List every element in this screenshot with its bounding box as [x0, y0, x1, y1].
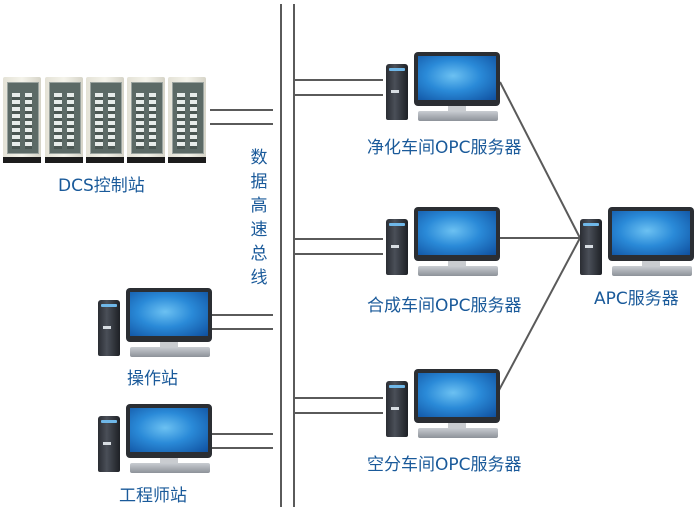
dcs-cabinet-icon — [86, 77, 124, 163]
dcs-label: DCS控制站 — [58, 176, 145, 196]
dcs-cabinet-icon — [45, 77, 83, 163]
bus-label-char: 总 — [250, 244, 268, 264]
desktop-computer-icon — [580, 207, 698, 277]
desktop-computer-icon — [386, 369, 504, 439]
dcs-cabinet-icon — [3, 77, 41, 163]
edge-opc1-apc — [499, 81, 581, 239]
bus-label-char: 据 — [250, 172, 268, 192]
opc1-label: 净化车间OPC服务器 — [367, 138, 522, 158]
desktop-computer-icon — [386, 52, 504, 122]
bus-label-char: 线 — [250, 268, 268, 288]
bus-label-char: 数 — [250, 148, 268, 168]
edge-opc3-apc — [497, 237, 581, 393]
dcs-cabinet-icon — [168, 77, 206, 163]
desktop-computer-icon — [98, 288, 216, 358]
bus-label-char: 速 — [250, 220, 268, 240]
desktop-computer-icon — [386, 207, 504, 277]
opc3-label: 空分车间OPC服务器 — [367, 455, 522, 475]
bus-label-char: 高 — [250, 196, 268, 216]
opc2-label: 合成车间OPC服务器 — [367, 296, 522, 316]
apc-label: APC服务器 — [594, 289, 679, 309]
engineer-label: 工程师站 — [119, 486, 187, 506]
desktop-computer-icon — [98, 404, 216, 474]
operator-label: 操作站 — [127, 369, 178, 389]
dcs-cabinet-icon — [127, 77, 165, 163]
